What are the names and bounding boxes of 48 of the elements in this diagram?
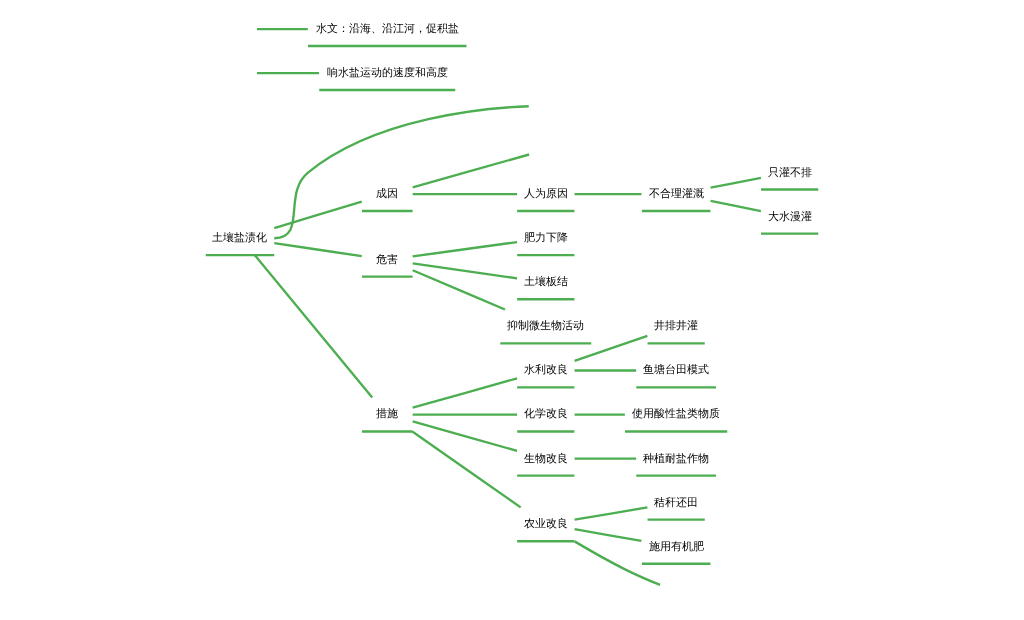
connector: [573, 540, 661, 587]
node-text: 人为原因: [523, 187, 568, 201]
node-text: 只灌不排: [767, 165, 812, 179]
connector: [574, 334, 648, 363]
node-text: 井排井灌: [654, 319, 699, 333]
node-text: 农业改良: [523, 517, 568, 531]
node-text: 抑制微生物活动: [507, 319, 585, 333]
connector: [273, 200, 363, 230]
connector: [574, 369, 637, 372]
connector: [710, 199, 762, 213]
connector: [574, 528, 642, 543]
connector: [574, 413, 625, 416]
node-text: 水利改良: [523, 363, 568, 377]
connector: [274, 242, 362, 258]
connector: [412, 413, 518, 416]
connector: [412, 240, 518, 258]
node-text: 生物改良: [523, 451, 568, 465]
node-text: 成因: [376, 187, 399, 201]
node-text: 秸秆还田: [654, 495, 699, 509]
node-text: 水文：沿海、沿江河，促积盐: [315, 21, 459, 35]
connector: [412, 193, 518, 196]
node-text: 鱼塘台田模式: [643, 363, 710, 377]
connector: [412, 262, 518, 280]
node-text: 大水漫灌: [767, 209, 812, 223]
node-text: 不合理灌溉: [648, 187, 704, 201]
node-text: 措施: [376, 407, 399, 421]
node-text: 土壤盐渍化: [212, 231, 268, 245]
node-text: 肥力下降: [523, 231, 568, 245]
node-text: 危害: [376, 252, 399, 266]
connector: [574, 457, 637, 460]
node-text: 使用酸性盐类物质: [632, 407, 721, 421]
connector: [257, 72, 319, 75]
node-text: 土壤板结: [523, 275, 568, 289]
connector: [412, 269, 506, 311]
connector: [253, 254, 374, 399]
connector: [412, 420, 518, 452]
connector: [274, 105, 529, 240]
connector: [412, 377, 518, 409]
connector: [412, 153, 530, 189]
node-text: 施用有机肥: [648, 539, 704, 553]
node-text: 响水盐运动的速度和高度: [326, 66, 448, 80]
connector: [574, 193, 642, 196]
connector: [411, 430, 522, 509]
node-text: 种植耐盐作物: [643, 451, 710, 465]
connector: [574, 506, 648, 521]
connector: [710, 176, 762, 189]
connector: [257, 27, 308, 31]
node-text: 化学改良: [523, 407, 568, 421]
